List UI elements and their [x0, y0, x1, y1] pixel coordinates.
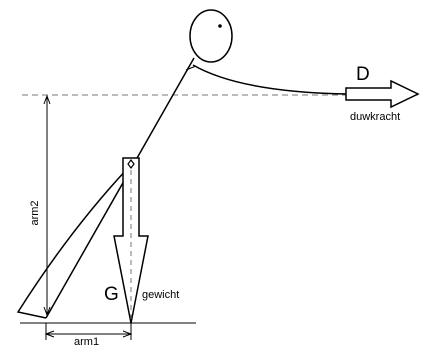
arm2-bottom-arrowhead: [43, 306, 51, 317]
label-arm1: arm1: [74, 336, 99, 347]
label-arm2: arm2: [29, 200, 41, 225]
arm-line: [192, 64, 347, 95]
body-line: [45, 57, 195, 319]
weight-arrow: [113, 157, 149, 324]
arm2-top-arrowhead: [43, 94, 51, 105]
push-force-arrow: [345, 79, 420, 109]
center-of-gravity-marker: [127, 159, 135, 169]
leg-line: [16, 167, 129, 319]
arm1-left-arrowhead: [44, 330, 55, 338]
label-gewicht: gewicht: [142, 289, 179, 301]
label-duwkracht: duwkracht: [350, 111, 400, 123]
arm1-right-arrowhead: [122, 330, 133, 338]
head: [189, 9, 233, 63]
label-g: G: [104, 284, 119, 305]
eye: [218, 24, 222, 28]
arm-lower-line: [185, 65, 197, 71]
label-d: D: [356, 64, 370, 85]
